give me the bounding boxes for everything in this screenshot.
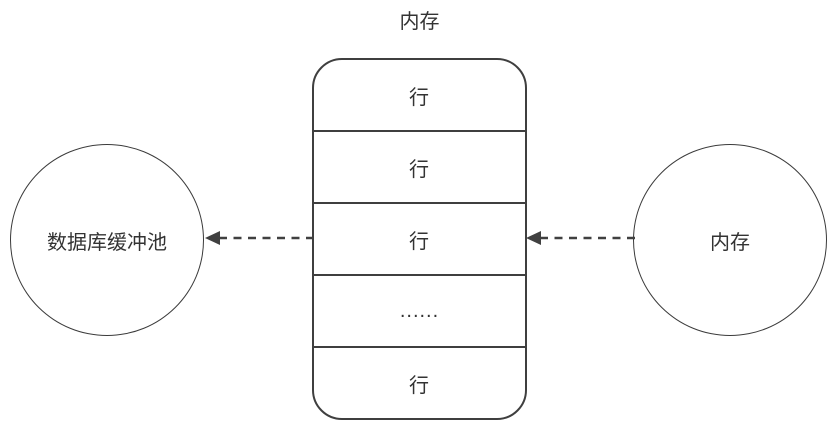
memory-table: 行 行 行 ...... 行 xyxy=(312,58,527,420)
memory-label: 内存 xyxy=(710,231,750,254)
buffer-pool-label: 数据库缓冲池 xyxy=(47,231,167,254)
memory-circle: 内存 xyxy=(633,144,827,336)
dashed-arrow-to-buffer-pool-icon xyxy=(205,231,314,245)
buffer-pool-circle: 数据库缓冲池 xyxy=(10,144,204,336)
table-row: 行 xyxy=(314,60,525,132)
memory-table-title: 内存 xyxy=(399,11,440,33)
table-row: 行 xyxy=(314,204,525,276)
table-row-ellipsis: ...... xyxy=(314,276,525,348)
table-row: 行 xyxy=(314,132,525,204)
table-row: 行 xyxy=(409,374,430,397)
dashed-arrow-to-memory-table-icon xyxy=(526,231,635,245)
